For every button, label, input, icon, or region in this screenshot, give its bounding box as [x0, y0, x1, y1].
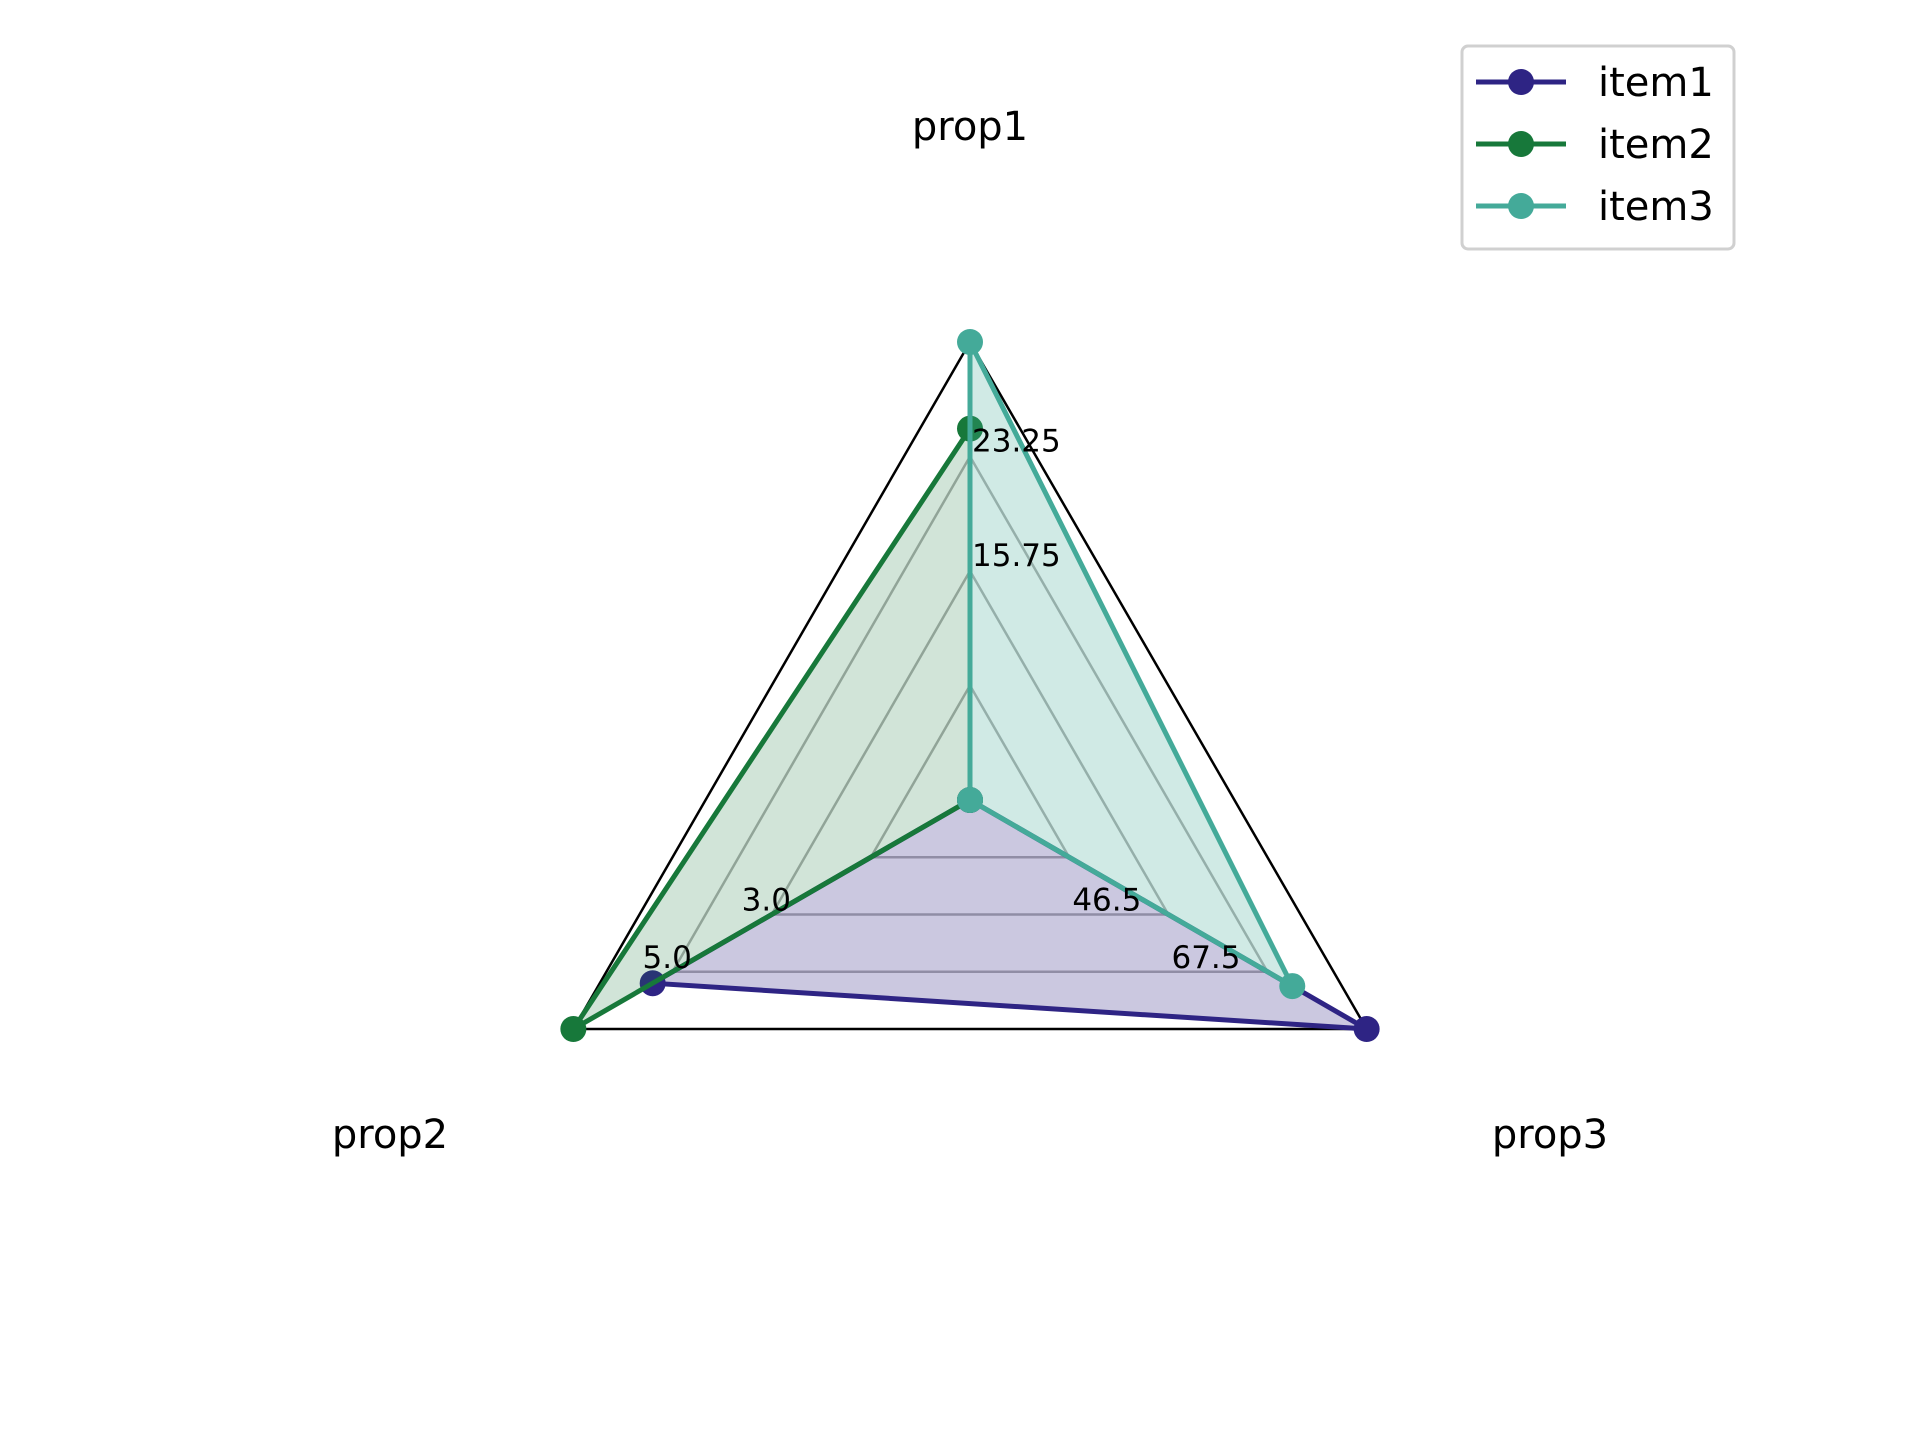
- legend-label: item2: [1598, 122, 1714, 168]
- legend-entry-item1: item1: [1476, 60, 1714, 106]
- grid-ring: [868, 683, 1072, 859]
- series-area: [652, 800, 1367, 1029]
- legend: item1 item2 item3: [1460, 44, 1736, 251]
- grid-ring: [670, 454, 1270, 973]
- legend-marker: [1508, 193, 1534, 219]
- tick-label: 3.0: [742, 883, 791, 919]
- tick-label: 23.25: [972, 424, 1061, 460]
- data-point: [1279, 973, 1306, 1000]
- data-point: [1353, 1016, 1380, 1042]
- radar-frame: [571, 339, 1369, 1031]
- radar-grid: [670, 454, 1270, 973]
- series-item3: [957, 329, 1306, 1000]
- legend-label: item1: [1598, 60, 1714, 106]
- data-point: [957, 329, 983, 355]
- series-layer: [560, 329, 1380, 1042]
- axis-label-prop1: prop1: [912, 104, 1028, 150]
- tick-label: 5.0: [643, 940, 692, 976]
- tick-label: 46.5: [1072, 883, 1141, 919]
- radar-outline: [571, 339, 1369, 1031]
- legend-entry-item3: item3: [1476, 184, 1714, 230]
- legend-marker: [1508, 131, 1534, 157]
- tick-label: 15.75: [972, 538, 1061, 574]
- data-point: [957, 787, 983, 813]
- grid-ring: [769, 568, 1171, 916]
- axis-label-prop2: prop2: [332, 1112, 448, 1158]
- data-point: [560, 1016, 587, 1042]
- axis-label-prop3: prop3: [1492, 1112, 1608, 1158]
- axis-labels: prop1 prop2 prop3: [332, 104, 1608, 1158]
- series-line: [967, 340, 1299, 993]
- tick-labels: 15.75 23.25 3.0 5.0 46.5 67.5: [643, 424, 1241, 976]
- legend-marker: [1508, 69, 1534, 95]
- tick-label: 67.5: [1171, 940, 1240, 976]
- legend-entry-item2: item2: [1476, 122, 1714, 168]
- legend-label: item3: [1598, 184, 1714, 230]
